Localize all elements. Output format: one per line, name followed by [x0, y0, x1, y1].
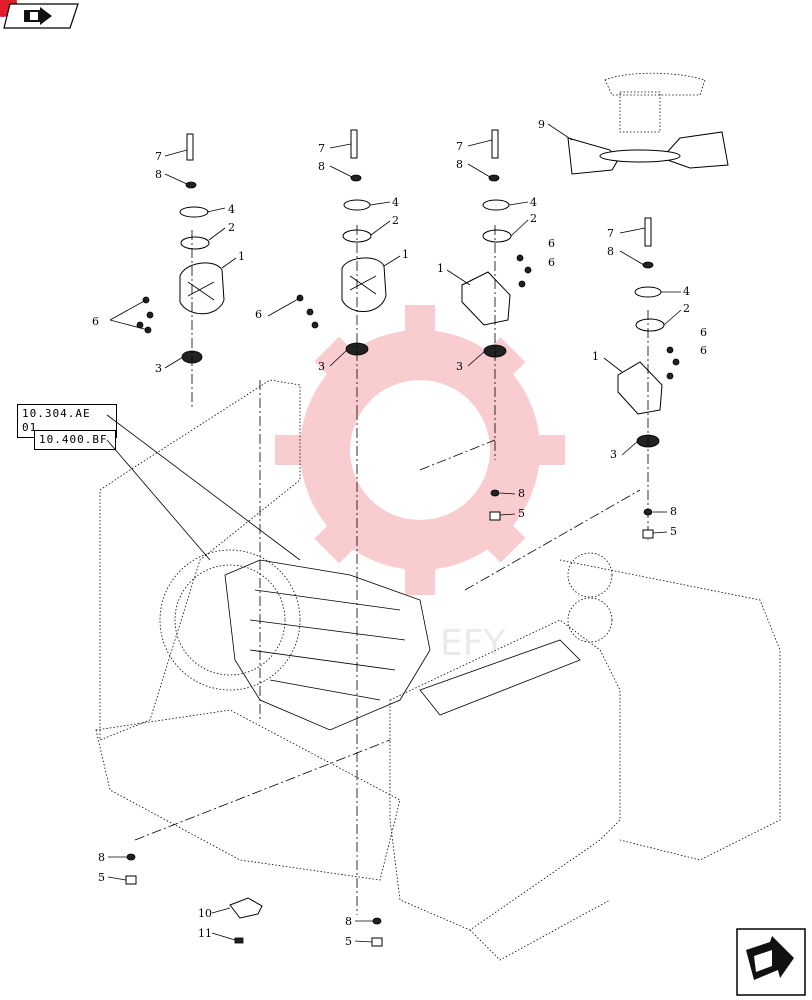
callout-7: 7 — [456, 140, 463, 153]
reference-box-engine[interactable]: 10.304.AE 01 — [17, 404, 117, 438]
callout-5: 5 — [518, 507, 525, 520]
cooling-fan — [547, 72, 729, 175]
callout-8: 8 — [155, 168, 162, 181]
mount-assembly-center — [267, 129, 387, 410]
callout-6: 6 — [700, 344, 707, 357]
callout-8: 8 — [345, 915, 352, 928]
next-page-button[interactable] — [736, 928, 806, 996]
callout-3: 3 — [610, 448, 617, 461]
callout-6: 6 — [255, 308, 262, 321]
mount-assembly-left — [109, 133, 225, 410]
callout-5: 5 — [98, 871, 105, 884]
callout-1: 1 — [238, 250, 245, 263]
callout-6: 6 — [700, 326, 707, 339]
callout-8: 8 — [670, 505, 677, 518]
callout-6: 6 — [548, 256, 555, 269]
callout-2: 2 — [683, 302, 690, 315]
lower-hardware — [125, 489, 654, 947]
engine-and-frame — [95, 379, 781, 961]
callout-3: 3 — [456, 360, 463, 373]
callout-2: 2 — [530, 212, 537, 225]
svg-text:EFY: EFY — [440, 623, 506, 664]
callout-6: 6 — [548, 237, 555, 250]
mount-assembly-center-right — [461, 129, 532, 460]
callout-7: 7 — [318, 142, 325, 155]
callout-11: 11 — [198, 927, 212, 940]
callout-7: 7 — [607, 227, 614, 240]
callout-8: 8 — [518, 487, 525, 500]
callout-4: 4 — [392, 196, 399, 209]
callout-8: 8 — [98, 851, 105, 864]
callout-8: 8 — [607, 245, 614, 258]
prev-page-button[interactable] — [0, 0, 80, 32]
mount-assembly-right — [617, 217, 680, 540]
callout-2: 2 — [392, 214, 399, 227]
callout-4: 4 — [683, 285, 690, 298]
arrow-icon — [736, 928, 806, 996]
callout-8: 8 — [318, 160, 325, 173]
callout-4: 4 — [530, 196, 537, 209]
callout-2: 2 — [228, 221, 235, 234]
callout-1: 1 — [592, 350, 599, 363]
watermark-gear: EFY — [275, 305, 565, 664]
callout-1: 1 — [402, 248, 409, 261]
callout-10: 10 — [198, 907, 212, 920]
arrow-icon — [0, 0, 79, 29]
callout-3: 3 — [318, 360, 325, 373]
callout-6: 6 — [92, 315, 99, 328]
callout-5: 5 — [670, 525, 677, 538]
callout-9: 9 — [538, 118, 545, 131]
callout-5: 5 — [345, 935, 352, 948]
callout-8: 8 — [456, 158, 463, 171]
reference-box-radiator[interactable]: 10.400.BF — [34, 430, 116, 450]
callout-1: 1 — [437, 262, 444, 275]
leader-lines — [107, 139, 682, 943]
callout-7: 7 — [155, 150, 162, 163]
callout-3: 3 — [155, 362, 162, 375]
callout-4: 4 — [228, 203, 235, 216]
callout-labels: 7 8 4 2 1 6 3 7 8 4 2 1 6 3 7 8 4 2 1 6 … — [92, 118, 707, 948]
